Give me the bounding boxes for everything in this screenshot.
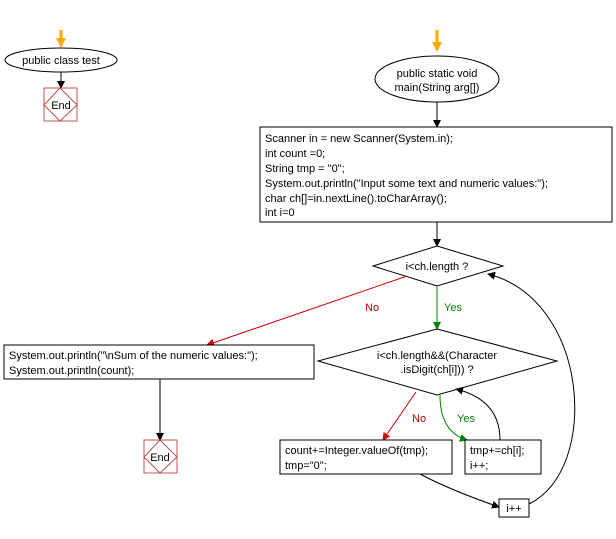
main-oval-line1: public static void <box>397 68 478 80</box>
output-line-2: System.out.println(count); <box>9 365 134 377</box>
init-line-4: System.out.println("Input some text and … <box>265 178 548 190</box>
inner-decision-line2: .isDigit(ch[i])) ? <box>400 364 473 376</box>
init-line-2: int count =0; <box>265 148 325 160</box>
tmp-loop-back-arrow <box>455 386 501 441</box>
incr-loop-back-arrow <box>487 271 576 505</box>
tmp-line-1: tmp+=ch[i]; <box>470 445 524 457</box>
class-end-text: End <box>51 100 71 112</box>
outer-decision-text: i<ch.length ? <box>406 261 469 273</box>
init-line-6: int i=0 <box>265 207 295 219</box>
outer-yes-label: Yes <box>444 302 462 314</box>
inner-yes-label: Yes <box>457 413 475 425</box>
init-line-1: Scanner in = new Scanner(System.in); <box>265 133 453 145</box>
init-box <box>259 126 613 223</box>
incr-box <box>498 498 530 518</box>
inner-no-arrow <box>382 391 417 441</box>
tmp-box <box>464 439 542 475</box>
inner-decision <box>316 328 559 396</box>
main-oval-line2: main(String arg[]) <box>395 82 480 94</box>
main-end-text: End <box>150 452 170 464</box>
output-box <box>3 344 315 380</box>
class-end-diamond <box>43 87 78 122</box>
class-oval-text: public class test <box>22 55 100 67</box>
main-end-diamond <box>143 439 178 474</box>
inner-no-label: No <box>412 413 426 425</box>
init-line-3: String tmp = "0"; <box>265 163 345 175</box>
inner-yes-arrow <box>439 394 468 442</box>
count-box <box>279 439 453 475</box>
count-line-1: count+=Integer.valueOf(tmp); <box>285 445 428 457</box>
incr-text: i++ <box>506 503 521 515</box>
init-line-5: char ch[]=in.nextLine().toCharArray(); <box>265 193 447 205</box>
inner-decision-line1: i<ch.length&&(Character <box>377 350 497 362</box>
outer-no-label: No <box>365 302 379 314</box>
count-line-2: tmp="0"; <box>285 460 327 472</box>
count-to-incr-arrow <box>419 473 500 509</box>
outer-no-arrow <box>206 275 408 347</box>
tmp-line-2: i++; <box>470 460 488 472</box>
output-line-1: System.out.println("\nSum of the numeric… <box>9 350 258 362</box>
